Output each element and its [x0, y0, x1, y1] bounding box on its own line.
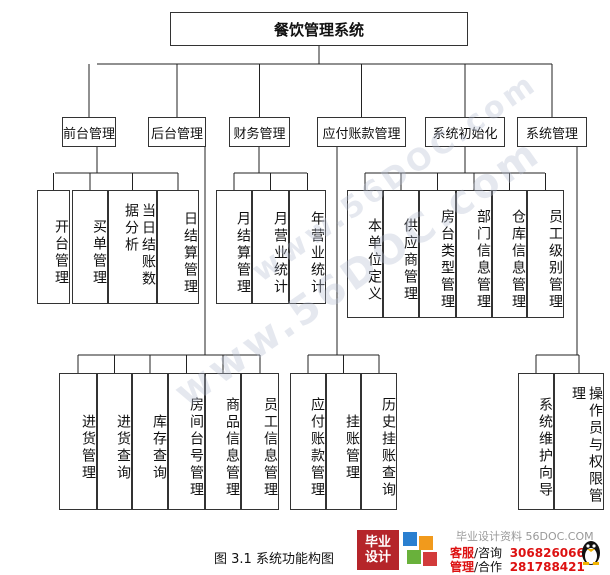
- node-qt-label: 前台管理: [63, 126, 116, 142]
- qq-number-2: 281788421: [509, 560, 585, 574]
- ad-manage-line: 管理/合作 281788421: [450, 560, 585, 574]
- node-cs-label: 系统初始化: [432, 126, 498, 142]
- leaf-qt-4-label: 日结算管理: [182, 210, 198, 296]
- node-ht: 后台管理: [148, 117, 206, 147]
- leaf-qt-3: 当日结账数据分析: [108, 190, 157, 304]
- leaf-xt-1: 系统维护向导: [518, 373, 554, 510]
- leaf-cs-5: 仓库信息管理: [492, 190, 527, 318]
- root-node-label: 餐饮管理系统: [273, 20, 364, 39]
- logo-text-2: 设计: [364, 550, 391, 565]
- leaf-ht-6: 员工信息管理: [241, 373, 279, 510]
- leaf-qt-2-label: 买单管理: [91, 219, 107, 287]
- leaf-cs-2-label: 供应商管理: [402, 217, 418, 303]
- leaf-ht-1-label: 进货管理: [80, 413, 96, 482]
- leaf-cs-5-label: 仓库信息管理: [510, 209, 526, 311]
- leaf-cw-1: 月结算管理: [216, 190, 252, 304]
- puzzle-logo-icon: [403, 532, 439, 568]
- ad-service-line: 客服/咨询 306826066: [450, 546, 585, 560]
- leaf-ht-5: 商品信息管理: [205, 373, 241, 510]
- leaf-ht-4: 房间台号管理: [168, 373, 205, 510]
- leaf-cs-3: 房台类型管理: [419, 190, 456, 318]
- node-qt: 前台管理: [62, 117, 116, 147]
- leaf-ht-5-label: 商品信息管理: [224, 396, 240, 499]
- leaf-cw-3-label: 年营业统计: [309, 210, 325, 296]
- node-cs: 系统初始化: [425, 117, 505, 147]
- leaf-ht-3-label: 库存查询: [151, 413, 167, 482]
- figure-caption: 图 3.1 系统功能构图: [214, 552, 334, 567]
- leaf-yf-1-label: 应付账款管理: [309, 396, 325, 499]
- leaf-qt-1-label: 开台管理: [53, 219, 69, 287]
- node-xt-label: 系统管理: [525, 126, 578, 142]
- leaf-xt-1-label: 系统维护向导: [537, 396, 553, 499]
- root-node: 餐饮管理系统: [170, 12, 468, 46]
- leaf-qt-2: 买单管理: [72, 190, 108, 304]
- node-cw: 财务管理: [229, 117, 290, 147]
- node-xt: 系统管理: [517, 117, 587, 147]
- leaf-cs-6-label: 员工级别管理: [547, 209, 563, 311]
- leaf-cw-3: 年营业统计: [289, 190, 326, 304]
- qq-number-1: 306826066: [509, 546, 585, 560]
- node-yf-label: 应付账款管理: [322, 126, 401, 142]
- site-logo: 毕业 设计: [357, 530, 399, 570]
- leaf-ht-2-label: 进货查询: [115, 413, 131, 482]
- leaf-cs-6: 员工级别管理: [527, 190, 564, 318]
- leaf-yf-3: 历史挂账查询: [361, 373, 397, 510]
- leaf-ht-2: 进货查询: [97, 373, 132, 510]
- leaf-cs-4: 部门信息管理: [456, 190, 492, 318]
- leaf-cs-4-label: 部门信息管理: [475, 209, 491, 311]
- leaf-xt-2-label: 操作员与权限管理: [570, 386, 603, 505]
- node-ht-label: 后台管理: [150, 126, 203, 142]
- leaf-qt-1: 开台管理: [37, 190, 70, 304]
- leaf-xt-2: 操作员与权限管理: [554, 373, 604, 510]
- leaf-cw-2-label: 月营业统计: [272, 210, 288, 296]
- leaf-yf-3-label: 历史挂账查询: [380, 396, 396, 499]
- leaf-cs-1-label: 本单位定义: [366, 217, 382, 303]
- leaf-yf-2: 挂账管理: [326, 373, 361, 510]
- leaf-ht-3: 库存查询: [132, 373, 168, 510]
- node-cw-label: 财务管理: [233, 126, 286, 142]
- leaf-cw-2: 月营业统计: [252, 190, 289, 304]
- leaf-ht-1: 进货管理: [59, 373, 97, 510]
- leaf-cs-1: 本单位定义: [347, 190, 383, 318]
- logo-text-1: 毕业: [364, 535, 391, 550]
- leaf-ht-6-label: 员工信息管理: [262, 396, 278, 499]
- leaf-cw-1-label: 月结算管理: [235, 210, 251, 296]
- leaf-cs-2: 供应商管理: [383, 190, 419, 318]
- leaf-yf-1: 应付账款管理: [290, 373, 326, 510]
- leaf-cs-3-label: 房台类型管理: [439, 209, 455, 311]
- node-yf: 应付账款管理: [317, 117, 406, 147]
- leaf-ht-4-label: 房间台号管理: [188, 396, 204, 499]
- leaf-qt-4: 日结算管理: [157, 190, 199, 304]
- leaf-qt-3-label: 当日结账数据分析: [123, 203, 156, 288]
- penguin-icon: [582, 541, 600, 565]
- ad-site-line: 毕业设计资料 56DOC.COM: [456, 530, 594, 543]
- leaf-yf-2-label: 挂账管理: [344, 413, 360, 482]
